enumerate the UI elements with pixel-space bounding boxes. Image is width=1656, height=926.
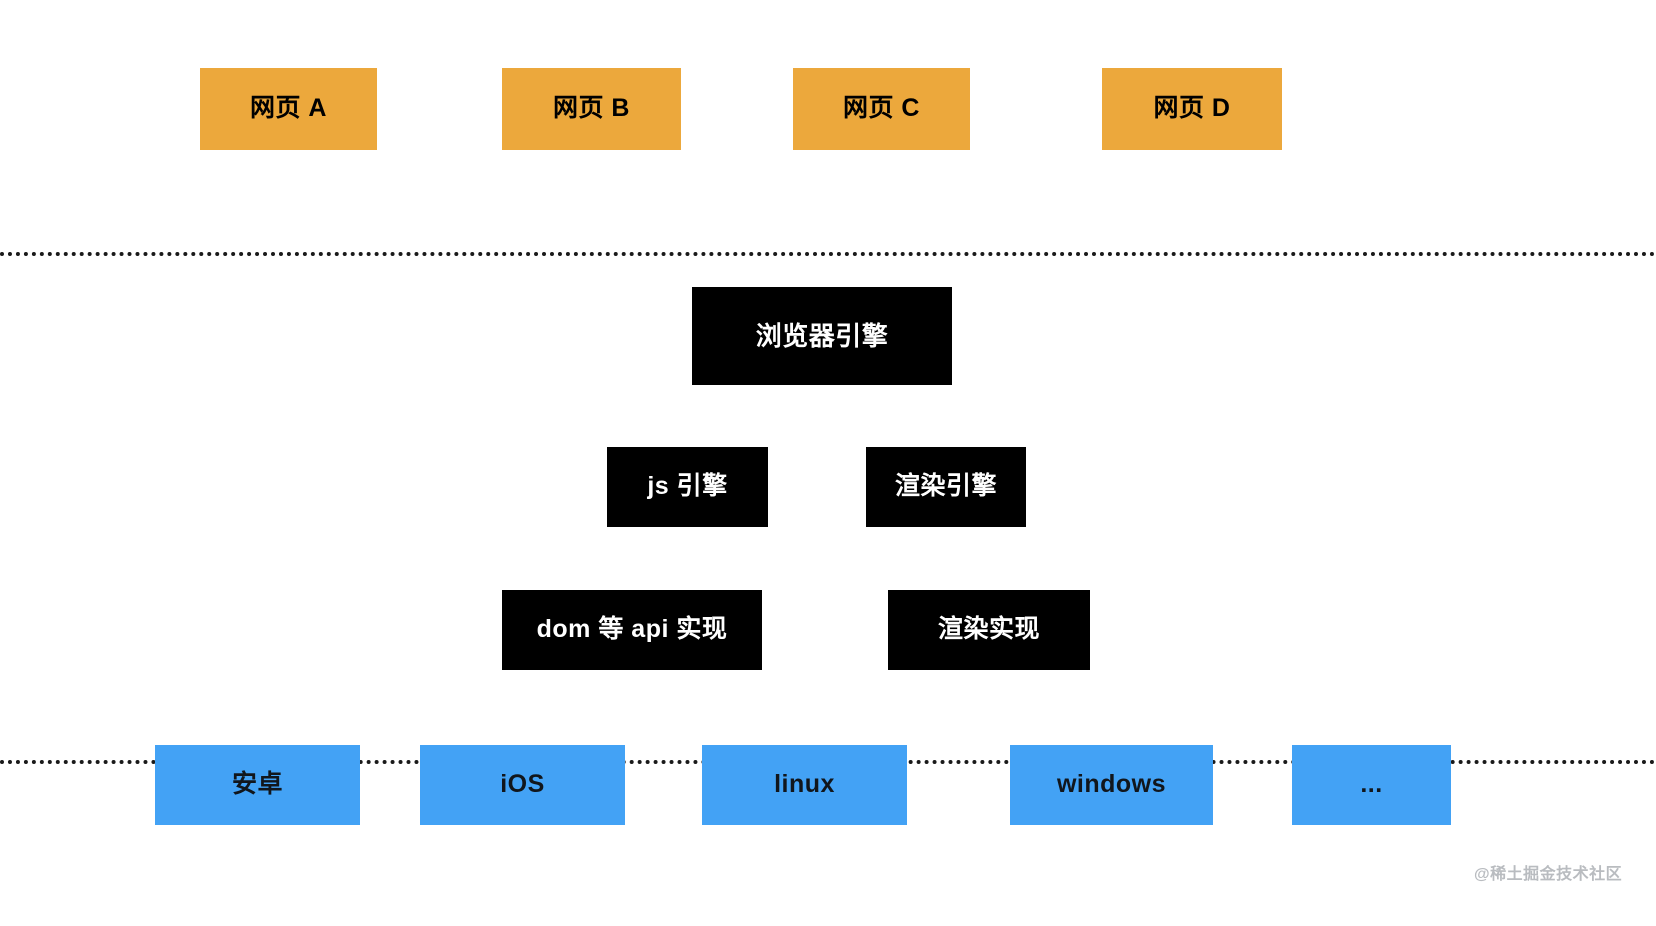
web-page-box-a: 网页 A [200, 68, 377, 150]
web-page-box-d-label: 网页 D [1153, 94, 1231, 123]
os-box-android-label: 安卓 [231, 770, 283, 799]
web-page-box-b: 网页 B [502, 68, 681, 150]
web-page-box-c: 网页 C [793, 68, 970, 150]
os-box-windows: windows [1010, 745, 1213, 825]
render-impl-box: 渲染实现 [888, 590, 1090, 670]
browser-engine-box: 浏览器引擎 [692, 287, 952, 385]
browser-engine-box-label: 浏览器引擎 [755, 320, 889, 351]
render-engine-box: 渲染引擎 [866, 447, 1026, 527]
os-box-android: 安卓 [155, 745, 360, 825]
os-box-windows-label: windows [1056, 770, 1167, 799]
web-page-box-a-label: 网页 A [249, 94, 327, 123]
os-box-linux: linux [702, 745, 907, 825]
web-page-box-d: 网页 D [1102, 68, 1282, 150]
js-engine-box-label: js 引擎 [647, 472, 728, 501]
dom-api-impl-box: dom 等 api 实现 [502, 590, 762, 670]
os-box-more: ... [1292, 745, 1451, 825]
os-box-more-label: ... [1360, 770, 1383, 799]
web-page-box-c-label: 网页 C [842, 94, 920, 123]
os-box-ios: iOS [420, 745, 625, 825]
js-engine-box: js 引擎 [607, 447, 768, 527]
web-page-box-b-label: 网页 B [552, 94, 630, 123]
dom-api-impl-box-label: dom 等 api 实现 [536, 615, 728, 644]
os-box-ios-label: iOS [500, 770, 545, 799]
os-box-linux-label: linux [774, 770, 835, 799]
divider-upper [0, 252, 1656, 256]
render-impl-box-label: 渲染实现 [937, 615, 1040, 644]
render-engine-box-label: 渲染引擎 [894, 472, 997, 501]
watermark: @稀土掘金技术社区 [1474, 866, 1623, 883]
